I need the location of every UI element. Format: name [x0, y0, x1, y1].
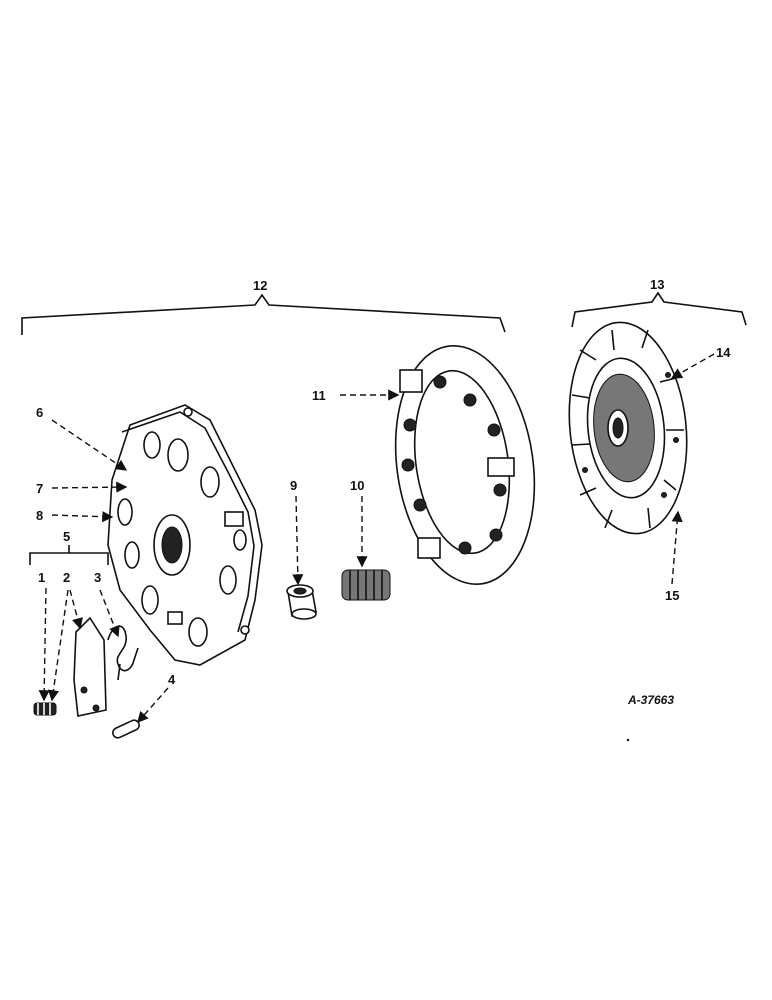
callout-7: 7: [36, 481, 43, 496]
speck-dot: [626, 738, 630, 742]
callout-1: 1: [38, 570, 45, 585]
callout-6: 6: [36, 405, 43, 420]
callout-13: 13: [650, 277, 664, 292]
callout-5: 5: [63, 529, 70, 544]
callout-15: 15: [665, 588, 679, 603]
callout-10: 10: [350, 478, 364, 493]
adjusting-screw: [33, 702, 57, 716]
callout-11: 11: [312, 388, 326, 403]
leader-lines: [38, 353, 715, 724]
bracket-12: [21, 293, 506, 335]
bracket-13: [571, 291, 747, 328]
callout-12: 12: [253, 278, 267, 293]
drawing-code: A-37663: [627, 693, 674, 707]
pressure-plate-cover: [107, 404, 263, 666]
release-lever: [73, 616, 107, 717]
callout-4: 4: [168, 672, 176, 687]
callout-2: 2: [63, 570, 70, 585]
bracket-5: [29, 545, 109, 565]
lever-pin: [112, 719, 140, 739]
callout-9: 9: [290, 478, 297, 493]
bushing: [286, 584, 317, 620]
callout-3: 3: [94, 570, 101, 585]
callout-14: 14: [716, 345, 731, 360]
clutch-disc: [568, 321, 688, 535]
pressure-spring: [341, 569, 391, 601]
callout-8: 8: [36, 508, 43, 523]
pressure-ring: [394, 344, 536, 586]
spring-clip: [107, 625, 139, 681]
